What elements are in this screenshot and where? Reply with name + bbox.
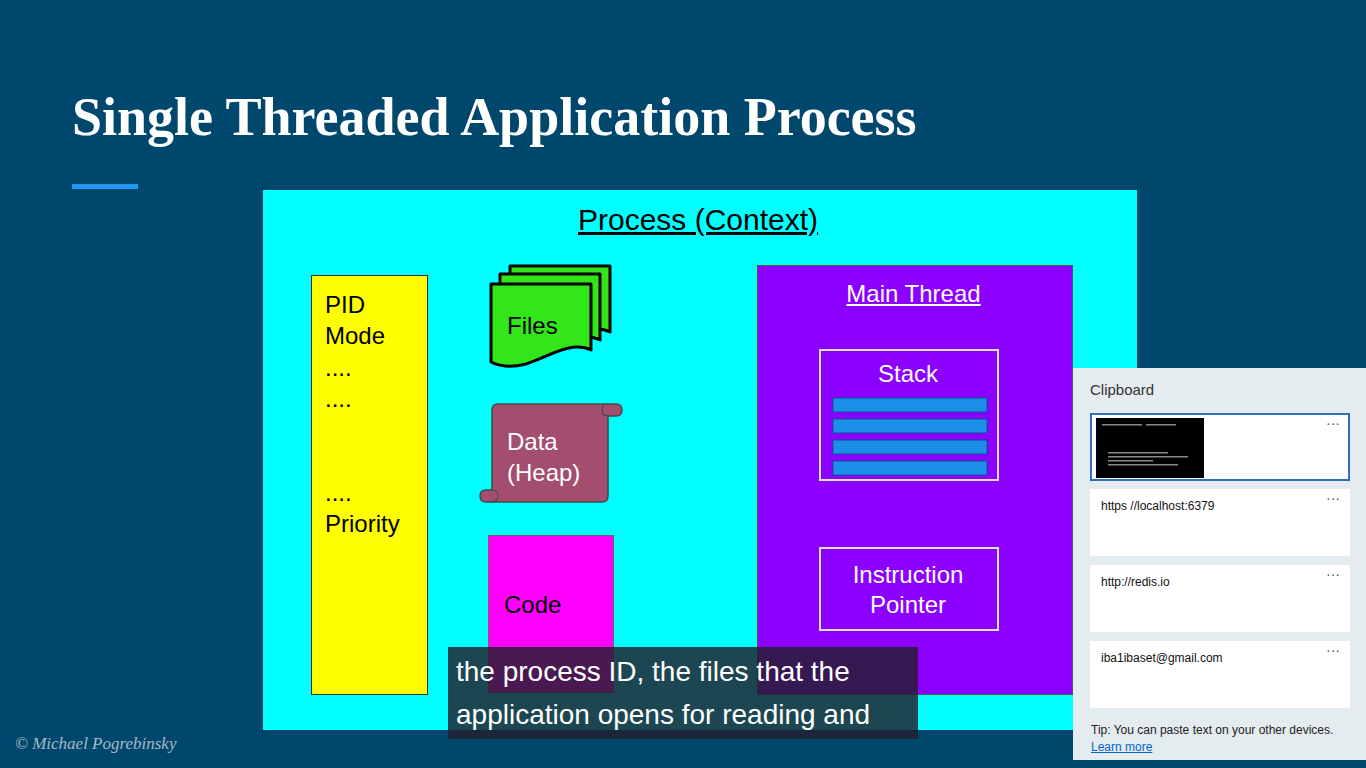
node-text: PID bbox=[325, 291, 365, 320]
node-text: Clipboard bbox=[1090, 381, 1154, 399]
stack-box: Stack bbox=[819, 349, 999, 481]
node-text: Data (Heap) bbox=[507, 426, 602, 488]
node-text: http://redis.io bbox=[1101, 575, 1170, 589]
clip-item: http://redis.io ··· bbox=[1090, 565, 1350, 632]
attributes-box: PIDMode............Priority bbox=[311, 275, 428, 695]
node-text: Tip: You can paste text on your other de… bbox=[1091, 723, 1333, 737]
node-text: Stack bbox=[821, 360, 995, 389]
underline-bar bbox=[72, 184, 138, 189]
files-node: Files bbox=[488, 264, 614, 374]
node-text: .... bbox=[325, 385, 352, 414]
node-text: .... bbox=[325, 479, 352, 508]
clip-item: iba1ibaset@gmail.com ··· bbox=[1090, 641, 1350, 708]
thread-box: Main Thread StackInstruction Pointer bbox=[757, 265, 1073, 695]
heap-node: Data (Heap) bbox=[478, 400, 624, 506]
node-text: ··· bbox=[1326, 642, 1340, 659]
slide-title: Single Threaded Application Process bbox=[72, 86, 917, 148]
clip-item: https //localhost:6379 ··· bbox=[1090, 489, 1350, 556]
node-text: Priority bbox=[325, 510, 400, 539]
node-text: ··· bbox=[1326, 490, 1340, 507]
node-text: iba1ibaset@gmail.com bbox=[1101, 651, 1223, 665]
node-text: ··· bbox=[1326, 566, 1340, 583]
node-text: Process (Context) bbox=[263, 202, 1133, 238]
node-text: Code bbox=[504, 591, 561, 620]
node-text: Learn more bbox=[1091, 740, 1152, 754]
copyright-note: © Michael Pogrebinsky bbox=[15, 734, 176, 754]
node-text: ··· bbox=[1326, 415, 1340, 432]
node-text: Files bbox=[507, 312, 558, 341]
stack-frames bbox=[832, 397, 988, 479]
node-text: Mode bbox=[325, 322, 385, 351]
clipboard-panel: ClipboardTip: You can paste text on your… bbox=[1073, 368, 1366, 760]
subtitle-caption: the process ID, the files that the appli… bbox=[448, 647, 918, 739]
clip-item: ··· bbox=[1090, 413, 1350, 481]
node-text: Main Thread bbox=[758, 280, 1069, 309]
pointer-box: Instruction Pointer bbox=[819, 547, 999, 631]
node-text: https //localhost:6379 bbox=[1101, 499, 1214, 513]
clip-thumbnail bbox=[1096, 418, 1204, 478]
node-text: .... bbox=[325, 354, 352, 383]
node-text: Instruction Pointer bbox=[821, 560, 995, 620]
